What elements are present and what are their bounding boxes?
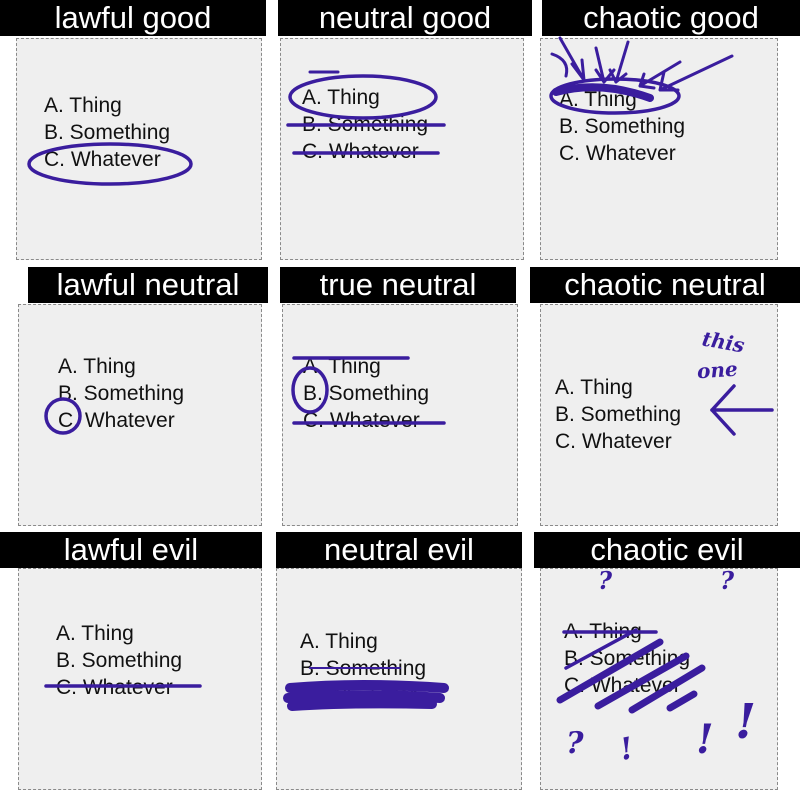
option-c: C. Whatever: [56, 676, 173, 699]
option-a: A. Thing: [303, 355, 381, 378]
option-b: B. Something: [559, 115, 686, 138]
option-a: A. Thing: [300, 630, 378, 653]
card-lawful-evil: [18, 568, 262, 790]
title-lawful-good: lawful good: [0, 0, 266, 36]
options-chaotic-good: A. Thing B. Something C. Whatever: [559, 86, 685, 167]
handwritten-exclaim-3: !: [735, 694, 757, 750]
handwritten-question-3: ?: [566, 726, 584, 761]
title-neutral-good: neutral good: [278, 0, 532, 36]
title-lawful-evil: lawful evil: [0, 532, 262, 568]
option-c: C. Whatever: [58, 409, 175, 432]
option-b: B. Something: [58, 382, 185, 405]
handwritten-question-1: ?: [598, 566, 613, 595]
options-chaotic-neutral: A. Thing B. Something C. Whatever: [555, 374, 681, 455]
title-lawful-neutral: lawful neutral: [28, 267, 268, 303]
option-a: A. Thing: [44, 94, 122, 117]
option-c: C. Whatever: [564, 674, 681, 697]
title-chaotic-evil: chaotic evil: [534, 532, 800, 568]
card-neutral-evil: [276, 568, 522, 790]
options-neutral-evil: A. Thing B. Something C. Whatever: [300, 628, 426, 709]
options-lawful-good: A. Thing B. Something C. Whatever: [44, 92, 170, 173]
option-c: C. Whatever: [559, 142, 676, 165]
option-b: B. Something: [555, 403, 682, 426]
option-a: A. Thing: [555, 376, 633, 399]
options-lawful-evil: A. Thing B. Something C. Whatever: [56, 620, 182, 701]
option-a: A. Thing: [564, 620, 642, 643]
option-b: B. Something: [303, 382, 430, 405]
options-chaotic-evil: A. Thing B. Something C. Whatever: [564, 618, 690, 699]
option-b: B. Something: [44, 121, 171, 144]
option-b: B. Something: [300, 657, 427, 680]
option-b: B. Something: [302, 113, 429, 136]
handwritten-one: one: [696, 356, 739, 384]
option-b: B. Something: [564, 647, 691, 670]
options-lawful-neutral: A. Thing B. Something C. Whatever: [58, 353, 184, 434]
card-true-neutral: [282, 304, 518, 526]
handwritten-exclaim-2: !: [696, 716, 714, 763]
card-chaotic-neutral: [540, 304, 778, 526]
option-a: A. Thing: [302, 86, 380, 109]
options-true-neutral: A. Thing B. Something C. Whatever: [303, 353, 429, 434]
options-neutral-good: A. Thing B. Something C. Whatever: [302, 84, 428, 165]
title-chaotic-good: chaotic good: [542, 0, 800, 36]
option-c: C. Whatever: [302, 140, 419, 163]
option-b: B. Something: [56, 649, 183, 672]
option-a: A. Thing: [56, 622, 134, 645]
option-c: C. Whatever: [300, 684, 417, 707]
handwritten-question-2: ?: [720, 566, 735, 595]
option-a: A. Thing: [58, 355, 136, 378]
option-c: C. Whatever: [44, 148, 161, 171]
title-true-neutral: true neutral: [280, 267, 516, 303]
option-c: C. Whatever: [303, 409, 420, 432]
title-chaotic-neutral: chaotic neutral: [530, 267, 800, 303]
option-c: C. Whatever: [555, 430, 672, 453]
title-neutral-evil: neutral evil: [276, 532, 522, 568]
option-a: A. Thing: [559, 88, 637, 111]
